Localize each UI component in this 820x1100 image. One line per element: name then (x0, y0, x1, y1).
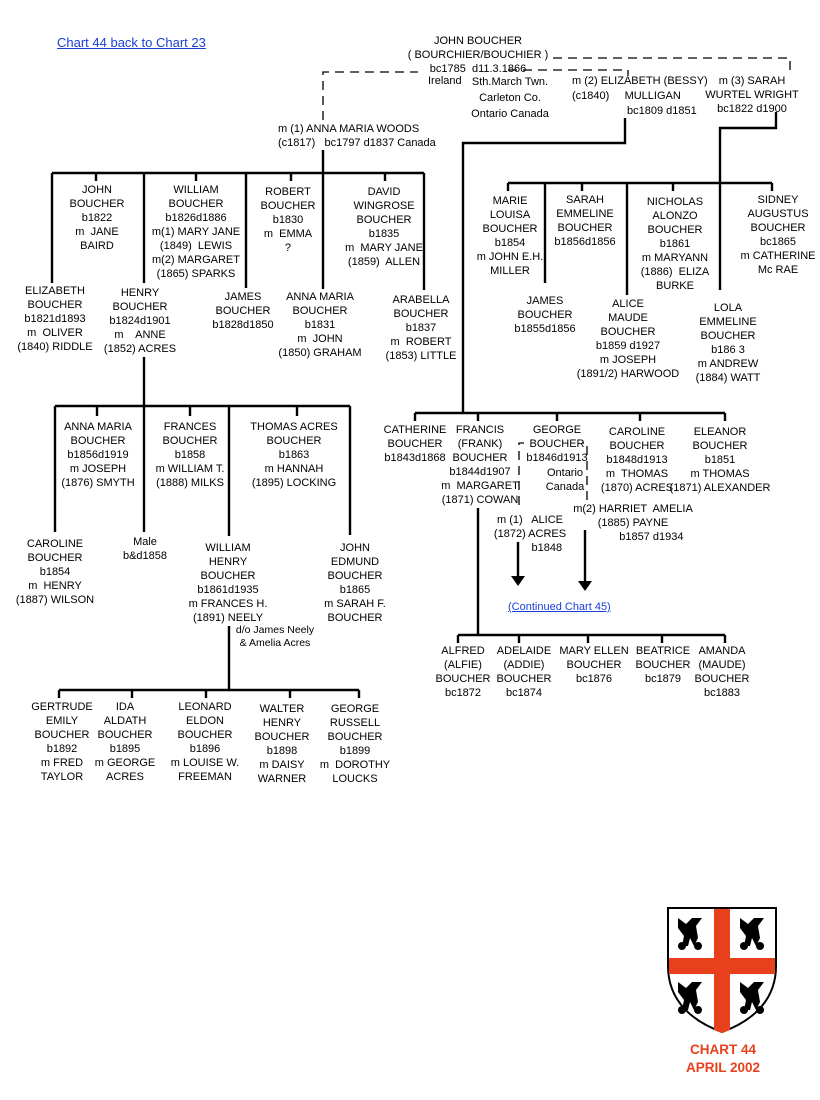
person-caroline2: CAROLINE BOUCHER b1848d1913 m THOMAS (18… (600, 426, 674, 494)
spouse-3-sarah-wright: m (3) SARAH WURTEL WRIGHT bc1822 d1900 (705, 75, 799, 115)
person-william: WILLIAM BOUCHER b1826d1886 m(1) MARY JAN… (151, 184, 241, 280)
person-george1: GEORGE BOUCHER b1846d1913 (526, 424, 588, 464)
person-marie: MARIE LOUISA BOUCHER b1854 m JOHN E.H. M… (476, 195, 544, 277)
back-to-chart-23-link[interactable]: Chart 44 back to Chart 23 (57, 35, 206, 50)
person-george2: GEORGE RUSSELL BOUCHER b1899 m DOROTHY L… (319, 703, 391, 785)
continuation-arrowheads (511, 576, 592, 591)
descent-lines (50, 112, 778, 698)
person-beatrice: BEATRICE BOUCHER bc1879 (635, 645, 691, 685)
person-sarah: SARAH EMMELINE BOUCHER b1856d1856 (554, 194, 616, 248)
person-james2: JAMES BOUCHER b1855d1856 (514, 295, 576, 335)
spouse-2-elizabeth-mulligan: m (2) ELIZABETH (BESSY) (c1840) MULLIGAN… (572, 75, 708, 117)
spouse-1-anna-maria-woods: m (1) ANNA MARIA WOODS (c1817) bc1797 d1… (278, 123, 436, 149)
person-georgeplace: Ontario Canada (545, 467, 585, 493)
person-leonard: LEONARD ELDON BOUCHER b1896 m LOUISE W. … (170, 701, 240, 783)
person-adelaide: ADELAIDE (ADDIE) BOUCHER bc1874 (496, 645, 552, 699)
patriarch-residence: Sth.March Twn. Carleton Co. Ontario Cana… (471, 76, 549, 120)
person-arabella: ARABELLA BOUCHER b1837 m ROBERT (1853) L… (385, 294, 457, 362)
person-frances: FRANCES BOUCHER b1858 m WILLIAM T. (1888… (155, 421, 225, 489)
person-sidney: SIDNEY AUGUSTUS BOUCHER bc1865 m CATHERI… (740, 194, 816, 276)
person-henry: HENRY BOUCHER b1824d1901 m ANNE (1852) A… (103, 287, 177, 355)
person-annamaria2: ANNA MARIA BOUCHER b1856d1919 m JOSEPH (… (61, 421, 135, 489)
crest-charge-icons (678, 918, 764, 1014)
person-male: Male b&d1858 (122, 536, 168, 562)
person-williamhenry: WILLIAM HENRY BOUCHER b1861d1935 m FRANC… (188, 542, 268, 624)
person-walter: WALTER HENRY BOUCHER b1898 m DAISY WARNE… (254, 703, 310, 785)
person-david: DAVID WINGROSE BOUCHER b1835 m MARY JANE… (345, 186, 423, 268)
person-nicholas: NICHOLAS ALONZO BOUCHER b1861 m MARYANN … (640, 196, 710, 292)
person-james1: JAMES BOUCHER b1828d1850 (212, 291, 274, 331)
person-caroline1: CAROLINE BOUCHER b1854 m HENRY (1887) WI… (15, 538, 95, 606)
person-lola: LOLA EMMELINE BOUCHER b186 3 m ANDREW (1… (695, 302, 761, 384)
marriage-dashed-lines (322, 57, 791, 505)
person-amanda: AMANDA (MAUDE) BOUCHER bc1883 (694, 645, 750, 699)
person-eleanor: ELEANOR BOUCHER b1851 m THOMAS (1871) AL… (669, 426, 771, 494)
person-elizabeth: ELIZABETH BOUCHER b1821d1893 m OLIVER (1… (17, 285, 93, 353)
person-francis: FRANCIS (FRANK) BOUCHER b1844d1907 m MAR… (441, 424, 519, 506)
person-alfred: ALFRED (ALFIE) BOUCHER bc1872 (435, 645, 491, 699)
person-john: JOHN BOUCHER b1822 m JANE BAIRD (69, 184, 125, 252)
person-georgem1: m (1) ALICE (1872) ACRES b1848 (493, 514, 567, 554)
patriarch-origin: Ireland (428, 75, 462, 87)
person-annamaria1: ANNA MARIA BOUCHER b1831 m JOHN (1850) G… (278, 291, 362, 359)
patriarch-john-boucher: JOHN BOUCHER ( BOURCHIER/BOUCHIER ) bc17… (407, 35, 549, 75)
person-alice: ALICE MAUDE BOUCHER b1859 d1927 m JOSEPH… (576, 298, 680, 380)
person-robert: ROBERT BOUCHER b1830 m EMMA ? (260, 186, 316, 254)
person-johnedmund: JOHN EDMUND BOUCHER b1865 m SARAH F. BOU… (324, 542, 386, 624)
family-crest-logo (667, 907, 777, 1034)
person-georgem2: m(2) HARRIET AMELIA (1885) PAYNE b1857 d… (573, 503, 693, 543)
person-neelynote: d/o James Neely & Amelia Acres (235, 624, 315, 649)
person-thomas: THOMAS ACRES BOUCHER b1863 m HANNAH (189… (250, 421, 338, 489)
person-maryellen: MARY ELLEN BOUCHER bc1876 (559, 645, 629, 685)
chart-caption: CHART 44 APRIL 2002 (685, 1042, 761, 1075)
continued-chart-45-link[interactable]: (Continued Chart 45) (508, 601, 611, 613)
person-gertrude: GERTRUDE EMILY BOUCHER b1892 m FRED TAYL… (31, 701, 93, 783)
person-ida: IDA ALDATH BOUCHER b1895 m GEORGE ACRES (94, 701, 156, 783)
person-catherine: CATHERINE BOUCHER b1843d1868 (383, 424, 447, 464)
